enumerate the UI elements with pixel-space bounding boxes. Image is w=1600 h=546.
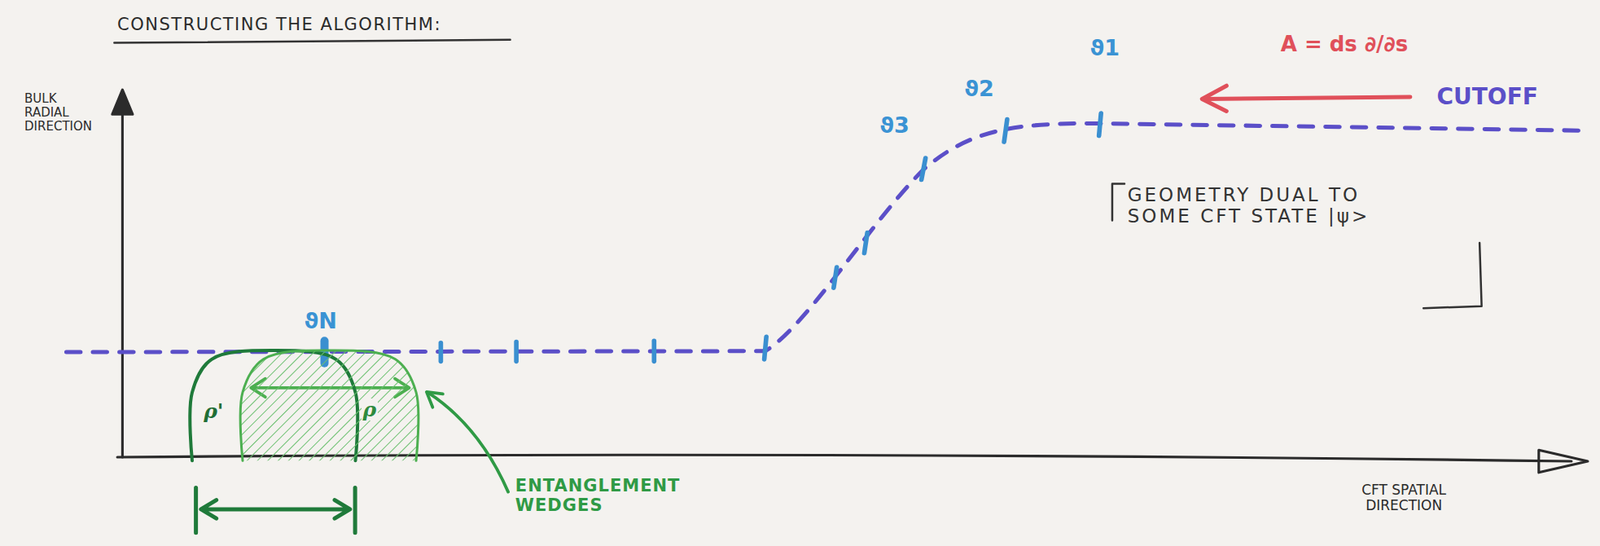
axis-label: CFT SPATIAL DIRECTION: [1326, 482, 1482, 514]
tick: [863, 232, 868, 254]
callout-label: ENTANGLEMENT WEDGES: [515, 475, 736, 515]
tick: [651, 340, 657, 361]
angle-label: ϑN: [303, 307, 337, 334]
wedge-width-arrow: [196, 487, 356, 533]
note: GEOMETRY DUAL TO SOME CFT STATE |ψ>: [1127, 184, 1430, 228]
y-axis-arrowhead: [112, 89, 133, 114]
tick: [513, 341, 519, 362]
cutoff-label: CUTOFF: [1436, 83, 1538, 110]
x-axis-arrowhead: [1538, 449, 1588, 473]
axis-label: BULK RADIAL DIRECTION: [24, 92, 103, 135]
angle-label: ϑ3: [879, 112, 910, 138]
title-underline: [113, 39, 510, 44]
cutoff-ticks: [324, 113, 1102, 364]
note-bracket: [1112, 183, 1125, 220]
tick: [1099, 113, 1102, 136]
operator-label: A = ds ∂/∂s: [1280, 32, 1408, 57]
leader-line: [428, 392, 509, 491]
angle-label: ϑ1: [1089, 35, 1120, 61]
y-axis: [121, 93, 124, 457]
density-matrix-label: ρ': [201, 399, 225, 423]
note-bracket: [1423, 242, 1482, 308]
tick: [833, 267, 838, 288]
density-matrix-label: ρ: [361, 398, 379, 421]
wedge-arch: [240, 350, 419, 461]
tick: [438, 342, 444, 362]
angle-label: ϑ2: [964, 75, 995, 101]
title: CONSTRUCTING THE ALGORITHM:: [117, 14, 442, 35]
cutoff-curve: [65, 122, 1588, 352]
flow-arrowhead: [1201, 85, 1227, 111]
tick: [1003, 119, 1008, 143]
entanglement-wedge: ρ: [242, 350, 417, 461]
wedge-outline: [242, 350, 417, 461]
tick: [921, 157, 926, 180]
flow-arrow: [1204, 96, 1411, 100]
tick: [764, 336, 768, 360]
leader-arrowhead: [426, 391, 443, 408]
